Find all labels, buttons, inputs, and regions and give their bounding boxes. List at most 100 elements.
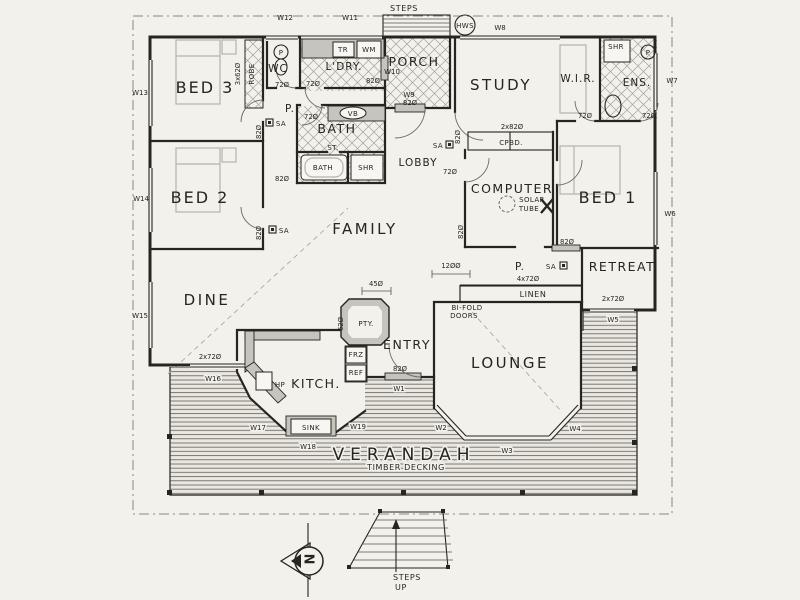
label-pan-wc: P [279,49,284,57]
window-label-w4: W4 [569,425,581,433]
door-thresholds [380,55,581,381]
furniture-outlines [175,39,621,213]
label-vanity-basin: VB [348,110,358,118]
window-label-w9: W9 [403,91,414,99]
label-freezer: FRZ [349,351,364,359]
label-trough: TR [337,46,348,54]
dim-ens-door: 72Ø [642,112,657,120]
label-sa-2: SA [433,142,443,150]
label-shower-ens: SHR [608,43,624,51]
label-hotplate: HP [275,381,285,389]
north-arrow: N [279,523,324,597]
bath-fittings [300,105,386,181]
kitchen-fittings [244,298,390,437]
room-label-wc: WC [268,63,288,75]
dim-computer-door: 72Ø [443,168,458,176]
window-label-w1: W1 [393,385,404,393]
label-sa-4: SA [546,263,556,271]
label-robe: ROBE [248,63,256,84]
dim-entry-door: 82Ø [393,365,408,373]
label-shower-bath: SHR [358,164,374,172]
window-label-w19: W19 [350,423,366,431]
label-hws: HWS [456,22,474,30]
sanitary-fittings [273,39,656,118]
room-label-computer: COMPUTER [471,181,553,196]
roof-line-lounge [471,311,563,413]
label-bifold-line1: BI-FOLD [451,304,482,312]
window-label-w14: W14 [133,195,149,203]
label-pantry: PTY. [358,320,373,328]
dim-wc-door: 72Ø [275,81,290,89]
dim-bath-door: 72Ø [304,113,319,121]
porch-steps [382,14,451,38]
room-label-bed2: BED 2 [171,188,230,207]
label-solar-line1: SOLAR [519,196,545,204]
room-label-wir: W.I.R. [560,73,595,85]
room-label-lobby: LOBBY [399,157,438,169]
dim-robe: 3x62Ø [234,62,242,85]
roof-eaves-outline [132,15,673,515]
room-label-bed1: BED 1 [579,188,638,207]
walls [148,35,660,441]
room-label-verandah: VERANDAH [332,445,475,465]
window-label-w2: W2 [435,424,446,432]
window-label-w6: W6 [664,210,676,218]
dim-dine-window: 2x72Ø [199,353,222,361]
dim-computer-door-v: 82Ø [457,224,465,239]
label-steps-top: STEPS [390,4,418,13]
dim-450: 45Ø [369,280,384,288]
north-letter: N [304,554,319,565]
room-label-passage-2: P. [515,261,525,273]
window-label-w18: W18 [300,443,316,451]
window-label-w15: W15 [132,312,148,320]
window-label-w17: W17 [250,424,266,432]
dim-wir-door: 72Ø [578,112,593,120]
label-sa-3: SA [279,227,289,235]
room-label-bath: BATH [317,121,356,136]
window-label-w11: W11 [342,14,358,22]
room-label-passage-1: P. [285,103,295,115]
room-label-retreat: RETREAT [589,259,656,274]
label-pan-ens: P [646,49,651,57]
dim-ldry-door: 72Ø [306,80,321,88]
label-bifold-line2: DOORS [450,312,478,320]
dim-porch-door: 82Ø [403,99,418,107]
dim-pantry: 62Ø [337,316,345,331]
room-label-ens: ENS. [623,77,652,89]
room-label-family: FAMILY [332,220,397,238]
window-label-w7: W7 [666,77,677,85]
linen-box [459,285,583,303]
laundry-fittings [301,38,385,59]
dim-linen: 4x72Ø [517,275,540,283]
room-label-ldry: L'DRY. [325,61,362,73]
label-st: ST. [327,144,338,152]
dim-retreat-window: 2x72Ø [602,295,625,303]
label-solar-line2: TUBE [518,205,539,213]
smoke-alarm-symbols [265,118,568,270]
dim-bed2-door-v: 82Ø [255,225,263,240]
window-label-w16: W16 [205,375,221,383]
window-label-w10: W10 [384,68,400,76]
room-label-entry: ENTRY [383,337,431,352]
front-steps [347,509,453,572]
dim-passage-door: 82Ø [255,124,263,139]
windows-glazing [146,33,659,369]
roof-line-family [167,207,349,375]
dim-study-door: 82Ø [454,129,462,144]
room-label-study: STUDY [470,76,532,94]
dim-retreat-door: 82Ø [560,238,575,246]
label-linen: LINEN [520,290,547,299]
label-steps-up: UP [395,583,407,592]
dimension-lines [361,270,471,295]
label-bathtub: BATH [313,164,333,172]
solar-tube-symbol [498,195,554,214]
window-label-w3: W3 [501,447,512,455]
window-label-w12: W12 [277,14,293,22]
label-sink: SINK [302,424,320,432]
room-label-porch: PORCH [388,54,439,69]
label-fridge: REF [349,369,364,377]
labels: BED 3 BED 2 BED 1 WC L'DRY. PORCH STUDY … [132,4,678,592]
label-timber-decking: TIMBER DECKING [366,463,445,472]
